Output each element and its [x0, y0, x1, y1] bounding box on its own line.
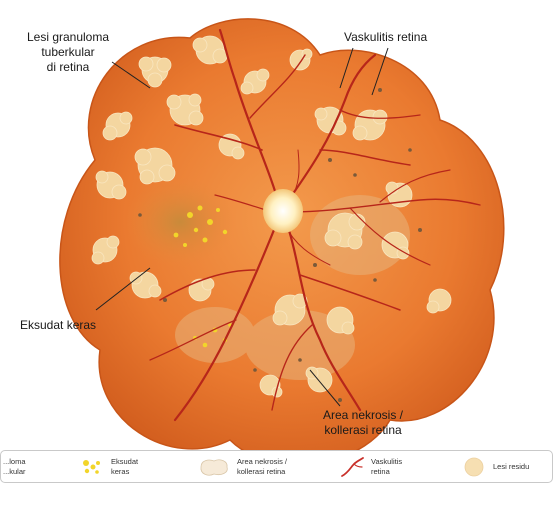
callout-text: kollerasi retina — [293, 423, 433, 438]
callout-text: Eksudat keras — [20, 318, 120, 333]
legend-label: Vaskulitis retina — [371, 457, 402, 477]
legend-item-necrosis: Area nekrosis / kollerasi retina — [197, 451, 347, 484]
callout-text: Lesi granuloma — [6, 30, 130, 45]
legend-label: Area nekrosis / kollerasi retina — [237, 457, 287, 477]
callout-necrosis-label: Area nekrosis / kollerasi retina — [293, 408, 433, 438]
necrosis-area-icon — [197, 455, 231, 479]
legend-label: Eksudat keras — [111, 457, 138, 477]
legend: ...loma ...kular Eksudat keras Area nekr… — [0, 450, 553, 483]
callout-text: di retina — [6, 60, 130, 75]
legend-item-residual: Lesi residu — [461, 451, 553, 484]
callout-text: Area nekrosis / — [293, 408, 433, 423]
callout-granuloma-label: Lesi granuloma tuberkular di retina — [6, 30, 130, 75]
callout-text: Vaskulitis retina — [344, 30, 464, 45]
legend-label: ...loma ...kular — [3, 457, 26, 477]
vasculitis-icon — [339, 455, 365, 479]
legend-item-vasculitis: Vaskulitis retina — [339, 451, 449, 484]
hard-exudate-icon — [79, 455, 105, 479]
macula — [125, 177, 235, 267]
legend-label: Lesi residu — [493, 462, 529, 472]
fundus-outline — [60, 19, 504, 465]
callout-vasculitis-label: Vaskulitis retina — [344, 30, 464, 45]
callout-text: tuberkular — [6, 45, 130, 60]
residual-lesion-icon — [461, 455, 487, 479]
callout-exudate-label: Eksudat keras — [20, 318, 120, 333]
legend-item-exudate: Eksudat keras — [79, 451, 179, 484]
optic-disc — [263, 189, 303, 233]
